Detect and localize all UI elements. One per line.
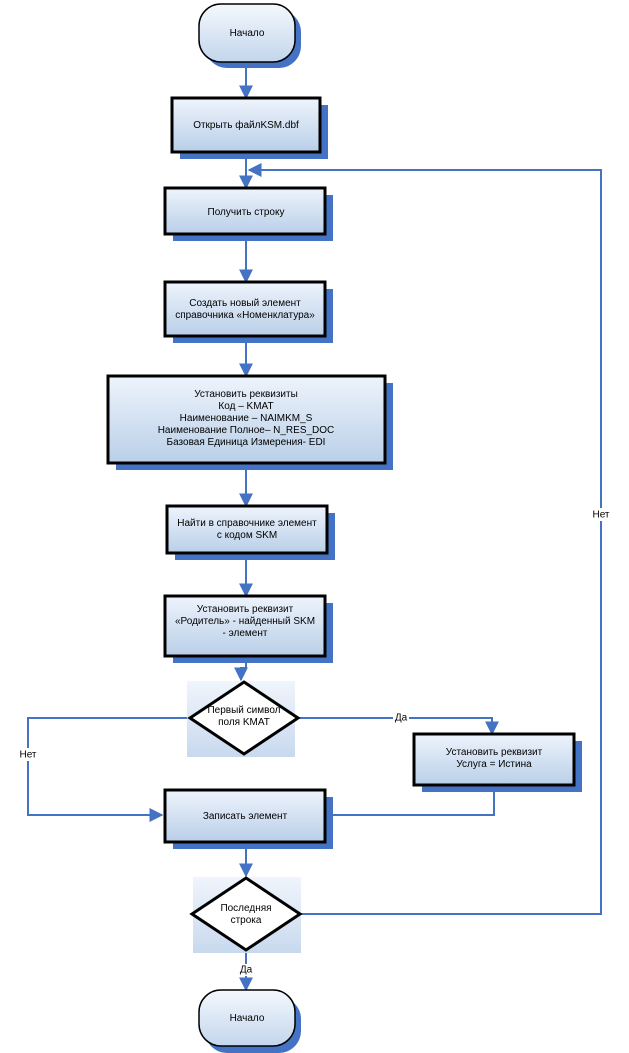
write-element-label: Записать элемент [203, 811, 288, 822]
text-line: Начало [230, 28, 265, 39]
edge-service-to-write [330, 785, 495, 816]
open-file-box: Открыть файлKSM.dbf [170, 96, 328, 159]
edge-label-no-first: Нет [19, 750, 36, 761]
write-element-box: Записать элемент [163, 788, 333, 849]
text-line: Услуга = Истина [456, 759, 532, 770]
text-line: Наименование – NAIMKM_S [180, 413, 313, 424]
text-line: строка [231, 915, 262, 926]
text-line: с кодом SKM [217, 530, 277, 541]
set-parent-label: Установить реквизит«Родитель» - найденны… [175, 604, 315, 639]
end-label: Начало [230, 1013, 265, 1024]
text-line: «Родитель» - найденный SKM [175, 616, 315, 627]
text-line: Установить реквизит [197, 604, 294, 615]
get-row-label: Получить строку [208, 207, 285, 218]
text-line: Начало [230, 1013, 265, 1024]
text-line: поля KMAT [218, 717, 270, 728]
end-terminator: Начало [198, 989, 301, 1053]
edge-last-no-loop [247, 163, 602, 915]
text-line: Записать элемент [203, 811, 288, 822]
edge-decision-no-to-write [27, 717, 190, 822]
text-line: Открыть файлKSM.dbf [193, 119, 299, 131]
text-line: Установить реквизиты [194, 389, 298, 400]
text-line: Создать новый элемент [189, 298, 301, 309]
text-line: Последняя [220, 903, 271, 914]
set-parent-box: Установить реквизит«Родитель» - найденны… [163, 594, 333, 663]
edge-label-yes-first: Да [395, 713, 408, 724]
text-line: Код – KMAT [218, 401, 273, 412]
text-line: Базовая Единица Измерения- EDI [167, 437, 326, 448]
text-line: Первый символ [207, 705, 280, 716]
text-line: Получить строку [208, 207, 285, 218]
text-line: справочника «Номенклатура» [175, 310, 315, 321]
start-terminator: Начало [198, 3, 301, 68]
text-line: Наименование Полное– N_RES_DOC [158, 425, 335, 436]
get-row-box: Получить строку [163, 186, 333, 241]
text-line: Найти в справочнике элемент [177, 518, 317, 529]
edge-decision-yes-to-service [298, 717, 499, 736]
start-label: Начало [230, 28, 265, 39]
edge-label-yes-last: Да [240, 965, 253, 976]
text-line: - элемент [223, 628, 268, 639]
text-line: Установить реквизит [446, 747, 543, 758]
edge-label-no-last: Нет [592, 510, 609, 521]
open-file-label: Открыть файлKSM.dbf [193, 119, 299, 131]
